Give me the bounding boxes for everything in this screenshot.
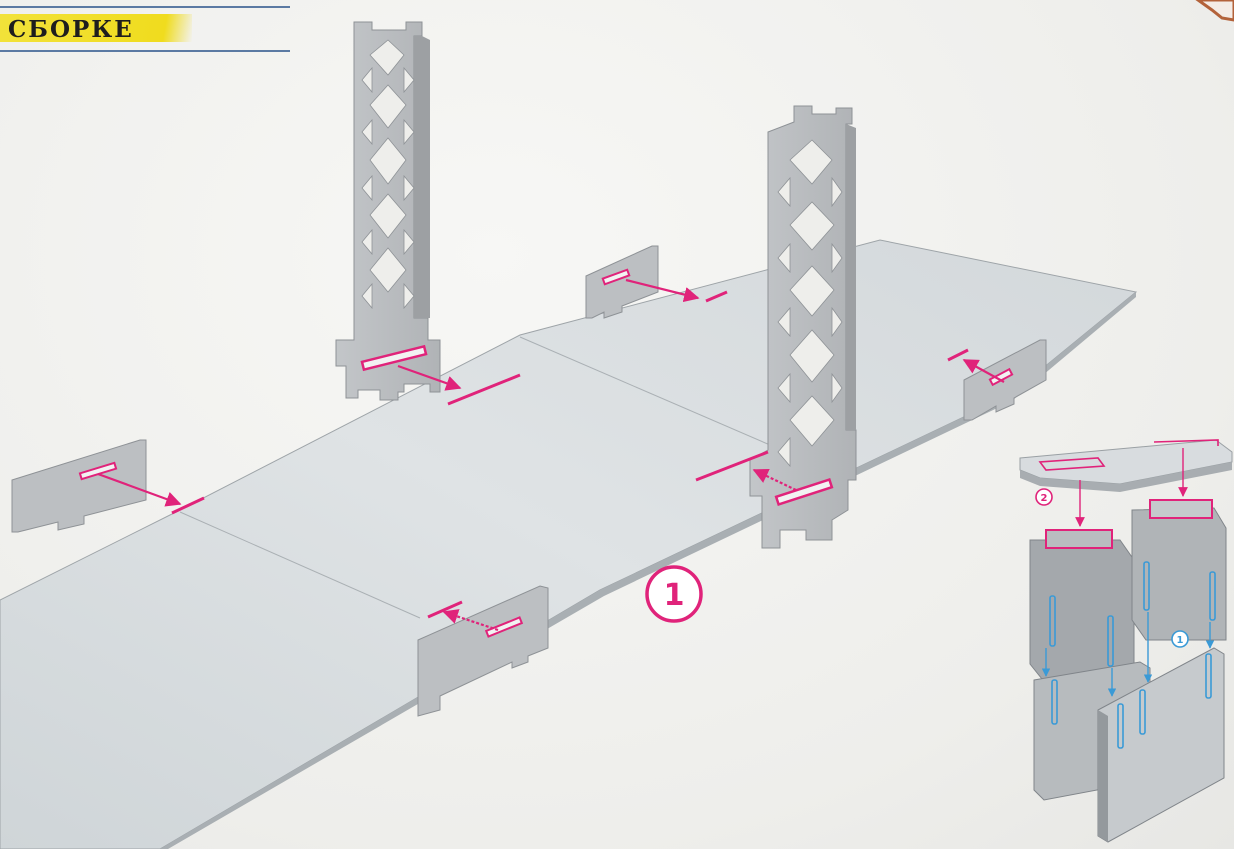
bridge-deck — [0, 240, 1136, 849]
step-number-inset-1: 1 — [1172, 631, 1188, 647]
step-number-inset-1-label: 1 — [1177, 635, 1184, 646]
step-number-main: 1 — [647, 567, 701, 621]
step-number-main-label: 1 — [664, 578, 685, 613]
step-number-inset-2-label: 2 — [1041, 493, 1048, 504]
inset-detail: 2 1 — [1020, 440, 1232, 842]
side-bracket-left — [12, 440, 146, 532]
corner-decoration — [1198, 0, 1234, 20]
step-number-inset-2: 2 — [1036, 489, 1052, 505]
tower-left — [336, 22, 440, 400]
